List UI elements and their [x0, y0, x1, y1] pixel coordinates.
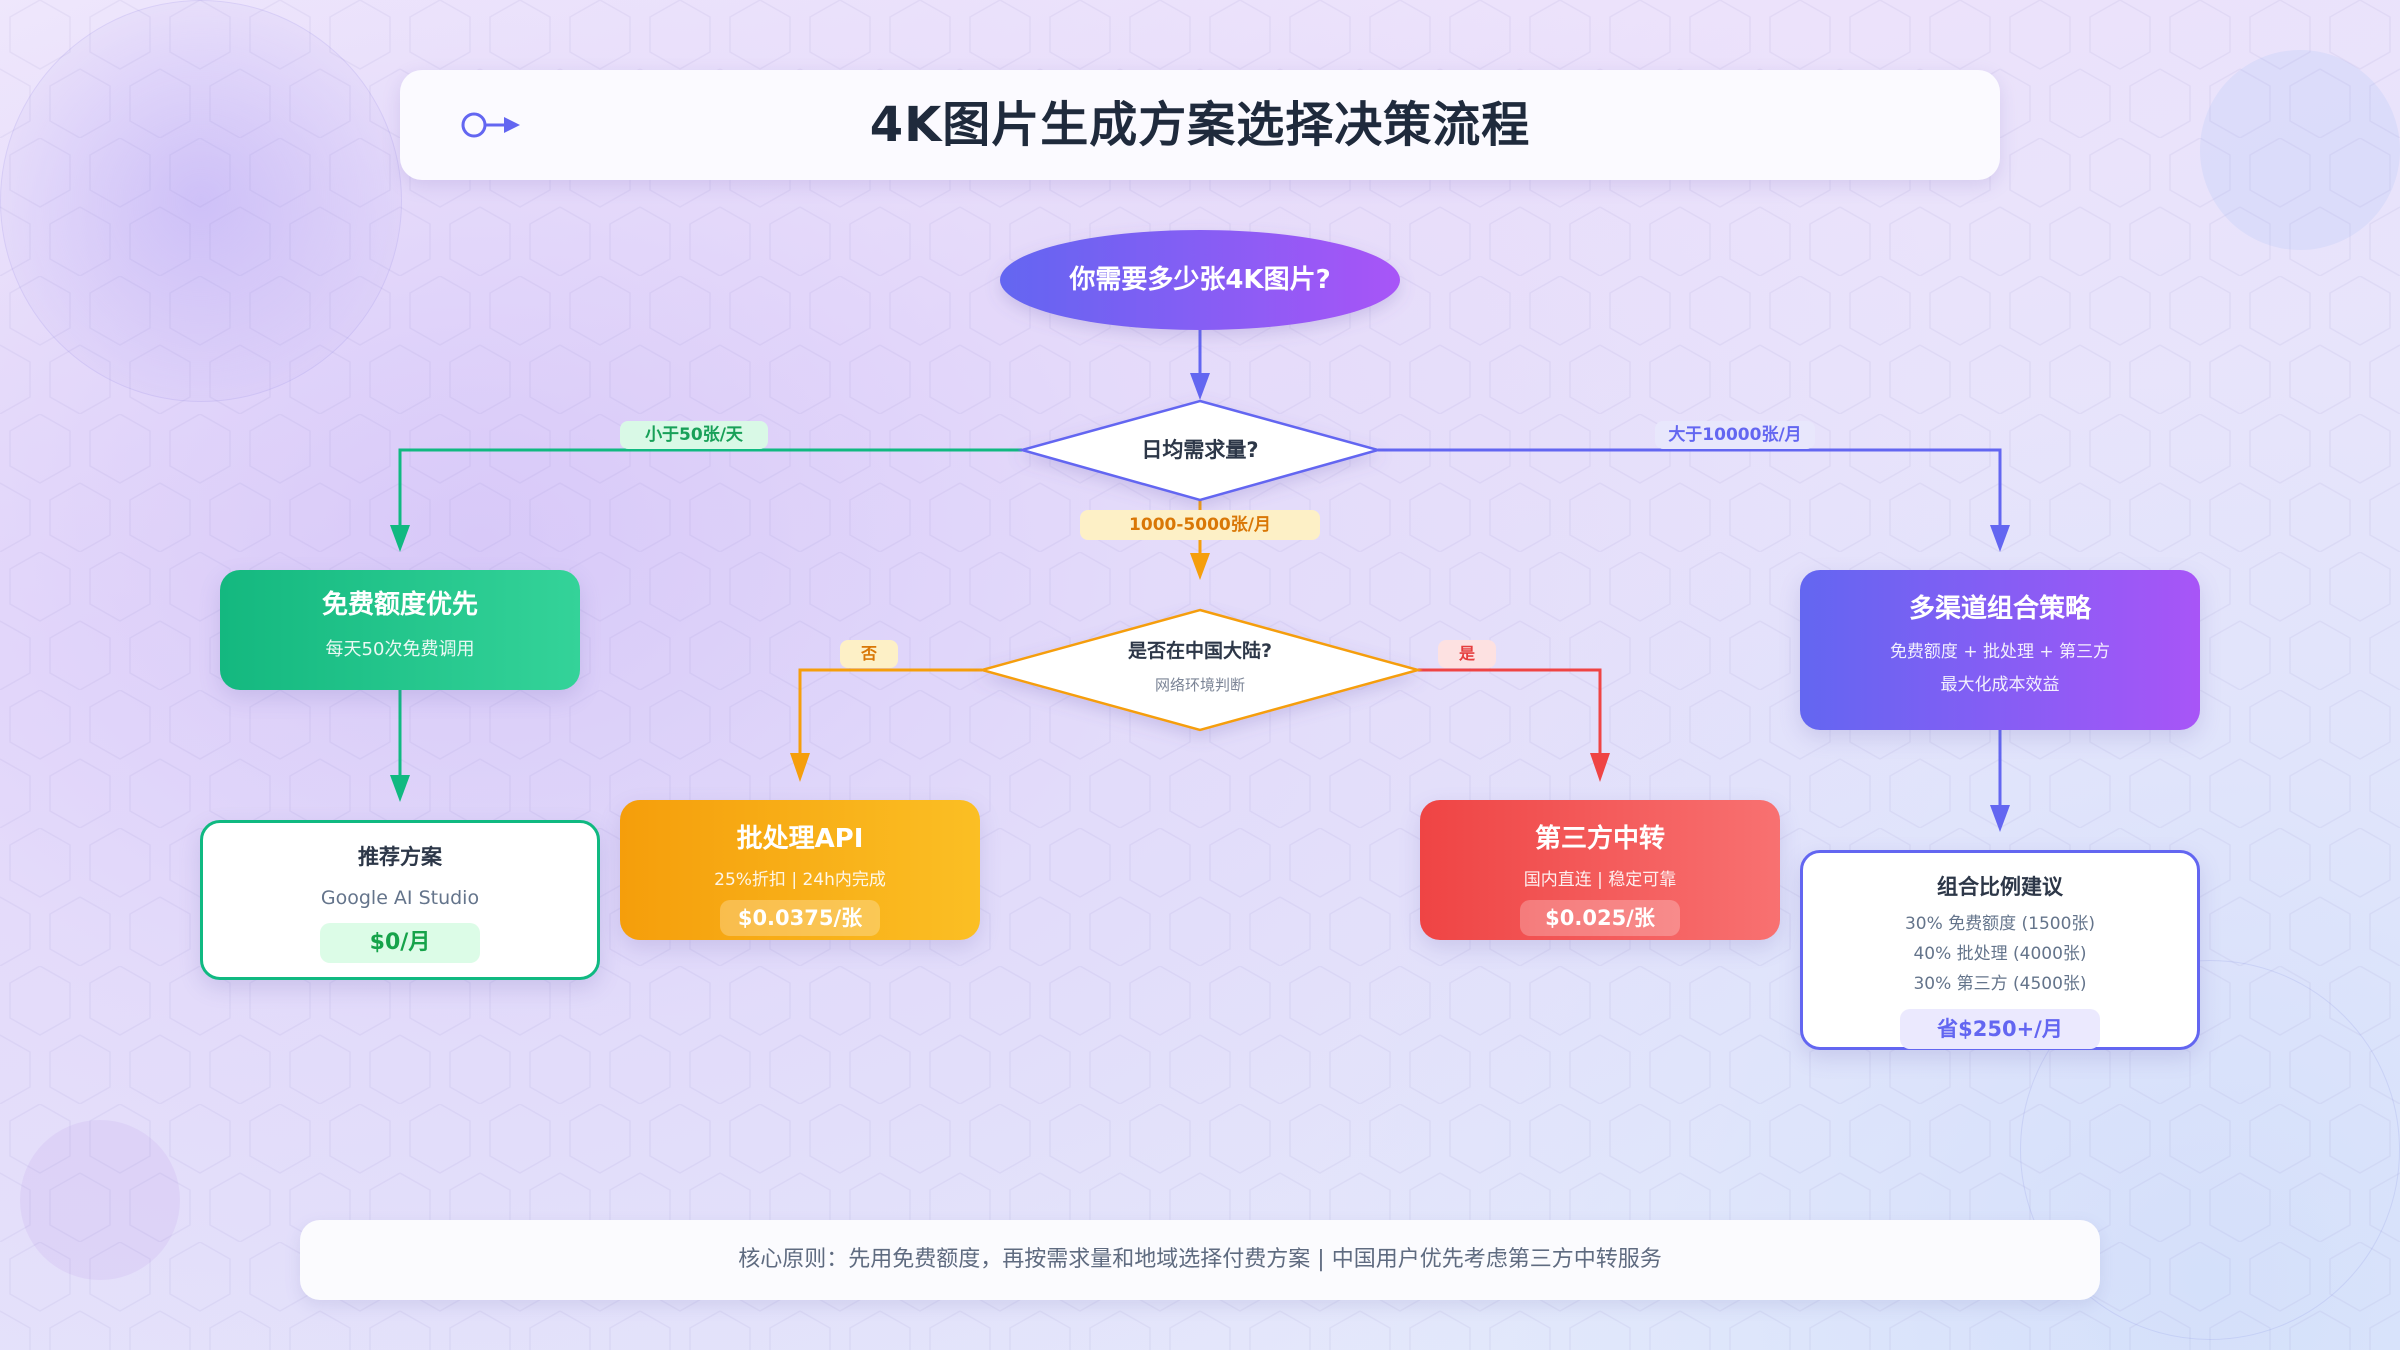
- mix-savings: 省$250+/月: [1900, 1009, 2100, 1049]
- start-node-label: 你需要多少张4K图片?: [1069, 265, 1331, 295]
- flow-start-arrow-icon: [461, 112, 520, 138]
- third-party-node: 第三方中转 国内直连 | 稳定可靠 $0.025/张: [1420, 800, 1780, 940]
- connector-multi-to-mix: [1990, 730, 2010, 832]
- title-card: 4K图片生成方案选择决策流程: [400, 70, 2000, 180]
- edge-label-high: 大于10000张/月: [1655, 421, 1815, 449]
- free-tier-title: 免费额度优先: [321, 590, 478, 620]
- start-node: [1000, 230, 1400, 330]
- recommended-title: 推荐方案: [358, 845, 442, 869]
- connector-region-yes: [1418, 668, 1610, 782]
- footer-principle: 核心原则：先用免费额度，再按需求量和地域选择付费方案 | 中国用户优先考虑第三方…: [300, 1220, 2100, 1300]
- decision-volume-label: 日均需求量?: [1141, 438, 1259, 462]
- recommended-price: $0/月: [320, 923, 480, 963]
- recommended-node: 推荐方案 Google AI Studio $0/月: [200, 820, 600, 980]
- free-tier-subtitle: 每天50次免费调用: [325, 639, 475, 660]
- connector-start-to-volume: [1190, 330, 1210, 400]
- decision-region-label: 是否在中国大陆?: [1127, 640, 1273, 662]
- multi-channel-node: 多渠道组合策略 免费额度 + 批处理 + 第三方 最大化成本效益: [1800, 570, 2200, 730]
- batch-api-title: 批处理API: [736, 824, 864, 854]
- edge-label-yes: 是: [1438, 640, 1496, 668]
- edge-label-low: 小于50张/天: [620, 421, 768, 449]
- third-party-price: $0.025/张: [1520, 900, 1680, 936]
- connector-high-volume: [1378, 448, 2010, 552]
- third-party-title: 第三方中转: [1534, 824, 1665, 854]
- mix-recommendation-node: 组合比例建议 30% 免费额度 (1500张) 40% 批处理 (4000张) …: [1800, 850, 2200, 1050]
- mix-title: 组合比例建议: [1937, 875, 2063, 899]
- connector-low-volume: [390, 448, 1022, 552]
- mix-item: 40% 批处理 (4000张): [1913, 944, 2087, 964]
- batch-api-subtitle: 25%折扣 | 24h内完成: [714, 870, 886, 890]
- third-party-subtitle: 国内直连 | 稳定可靠: [1523, 870, 1677, 890]
- decision-region-sublabel: 网络环境判断: [1154, 676, 1245, 694]
- recommended-subtitle: Google AI Studio: [320, 887, 480, 909]
- decision-volume-node: [1017, 399, 1383, 502]
- multi-channel-line2: 最大化成本效益: [1940, 675, 2060, 695]
- batch-api-price: $0.0375/张: [720, 900, 880, 936]
- multi-channel-line1: 免费额度 + 批处理 + 第三方: [1889, 642, 2111, 662]
- edge-label-no: 否: [840, 640, 898, 668]
- free-tier-node: 免费额度优先 每天50次免费调用: [220, 570, 580, 690]
- page-title: 4K图片生成方案选择决策流程: [869, 97, 1531, 153]
- multi-channel-title: 多渠道组合策略: [1908, 594, 2091, 624]
- edge-label-mid: 1000-5000张/月: [1080, 510, 1320, 540]
- connector-region-no: [790, 668, 982, 782]
- batch-api-node: 批处理API 25%折扣 | 24h内完成 $0.0375/张: [620, 800, 980, 940]
- decision-region-node: [977, 608, 1423, 732]
- mix-item: 30% 第三方 (4500张): [1913, 974, 2087, 994]
- connector-free-to-recommended: [390, 690, 410, 802]
- mix-item: 30% 免费额度 (1500张): [1904, 914, 2096, 934]
